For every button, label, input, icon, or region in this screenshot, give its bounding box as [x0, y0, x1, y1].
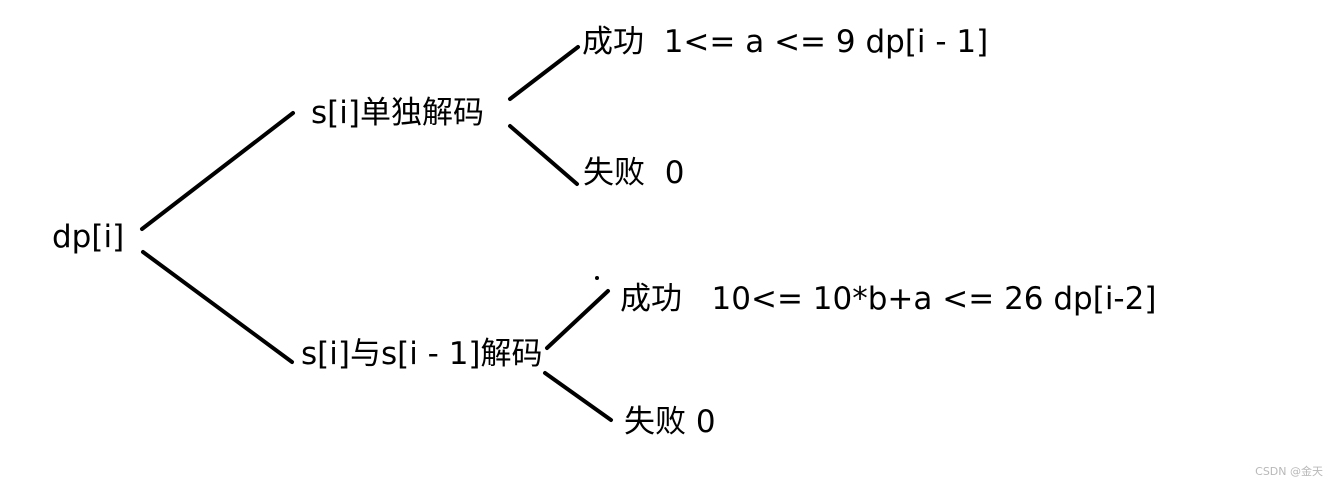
outcome-pair-failure: 失败 0: [624, 404, 716, 440]
outcome-pair-success: 成功 10<= 10*b+a <= 26 dp[i-2]: [620, 281, 1157, 317]
stray-dot: [595, 276, 599, 280]
edge-single-to-success: [508, 45, 580, 101]
edge-root-to-branch-single: [140, 111, 295, 231]
edge-root-to-branch-pair: [141, 250, 294, 364]
csdn-watermark: CSDN @金天: [1255, 465, 1323, 478]
root-node-dp-i: dp[i]: [52, 219, 125, 255]
outcome-single-success: 成功 1<= a <= 9 dp[i - 1]: [582, 24, 989, 60]
outcome-single-failure: 失败 0: [583, 155, 685, 191]
edge-pair-to-failure: [543, 371, 613, 422]
branch-pair-decode: s[i]与s[i - 1]解码: [301, 336, 543, 372]
branch-single-decode: s[i]单独解码: [311, 95, 484, 131]
edge-single-to-failure: [508, 124, 579, 186]
edge-pair-to-success: [545, 289, 610, 350]
